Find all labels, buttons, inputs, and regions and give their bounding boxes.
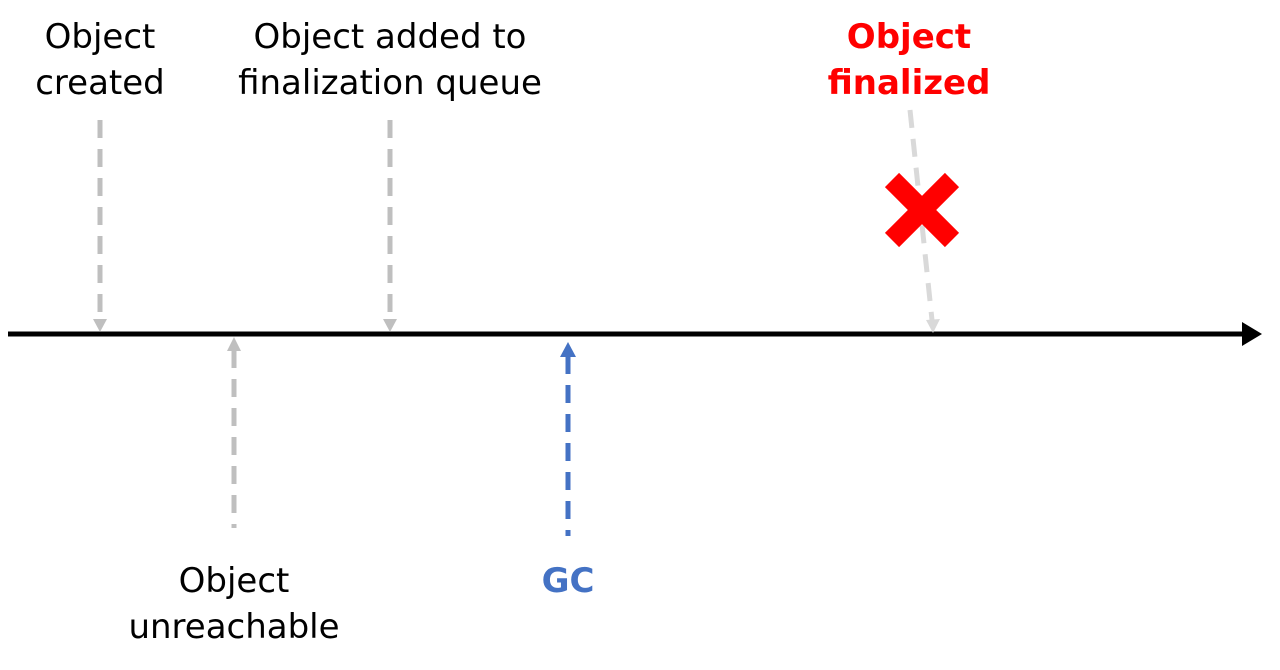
label-object-unreachable: Object unreachable xyxy=(128,561,340,647)
label-object-finalized: Object finalized xyxy=(827,17,991,103)
label-object-added-to-queue: Object added to finalization queue xyxy=(238,17,542,103)
timeline-arrowhead xyxy=(1242,322,1262,346)
created-marker-arrowhead xyxy=(93,319,107,332)
label-gc: GC xyxy=(541,561,595,601)
x-cross-icon xyxy=(884,172,960,248)
finalized-marker-line xyxy=(907,109,935,321)
added-marker-arrowhead xyxy=(383,319,397,332)
finalized-marker-arrowhead xyxy=(926,319,940,333)
gc-marker-arrowhead xyxy=(560,342,576,357)
unreachable-marker-arrowhead xyxy=(227,337,241,351)
label-object-created: Object created xyxy=(35,17,165,103)
